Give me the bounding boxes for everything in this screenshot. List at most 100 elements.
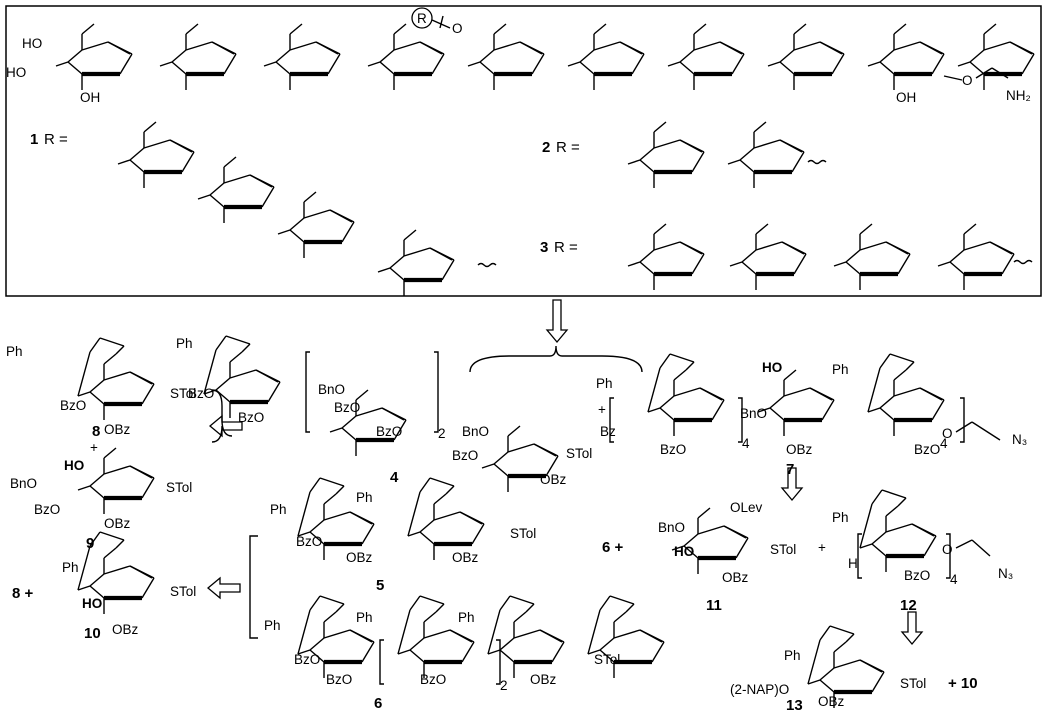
r-symbol: R <box>417 11 427 26</box>
compound-3-number: 3 <box>540 239 548 256</box>
compound-12: Ph H BzO O N₃ 4 12 <box>832 490 1013 614</box>
bzo-label: BzO <box>294 652 320 667</box>
obz-label: OBz <box>530 672 557 687</box>
ph-label: Ph <box>832 362 849 377</box>
ho-label: HO <box>64 458 84 473</box>
nh2-label: NH₂ <box>1006 88 1031 103</box>
n3-label: N₃ <box>1012 432 1027 447</box>
retro-arrow-12 <box>900 611 924 646</box>
compound-10-number: 10 <box>84 625 101 642</box>
anomeric-o-label: O <box>962 73 973 88</box>
compound-7: Ph Bz BzO BnO HO OBz Ph BzO O N₃ 4 4 7 <box>596 354 1027 478</box>
bz-label: Bz <box>600 424 616 439</box>
equation-plus-10: + 10 <box>948 675 978 692</box>
repeat-count: 4 <box>742 436 750 451</box>
plus-sign: + <box>598 402 606 417</box>
ph-label: Ph <box>356 490 373 505</box>
bzo-label: BzO <box>420 672 446 687</box>
oh-label: OH <box>80 90 100 105</box>
stol-label: STol <box>170 386 196 401</box>
stol-label: STol <box>166 480 192 495</box>
o-label: O <box>942 426 953 441</box>
ph-label: Ph <box>264 618 281 633</box>
compound-9-number: 9 <box>86 535 94 552</box>
equation-8-plus: 8 + <box>12 585 34 602</box>
r-definition-3: R = <box>554 239 578 256</box>
r3-substituent <box>628 224 1033 290</box>
retro-arrow-7 <box>780 467 804 502</box>
repeat-count: 4 <box>950 572 958 587</box>
obz-label: OBz <box>112 622 139 637</box>
nap-label: (2-NAP)O <box>730 682 789 697</box>
stol-label: STol <box>594 652 620 667</box>
ph-label: Ph <box>6 344 23 359</box>
repeat-count: 4 <box>940 436 948 451</box>
stol-label: STol <box>770 542 796 557</box>
ph-label: Ph <box>596 376 613 391</box>
repeat-count: 2 <box>500 678 508 693</box>
stol-label: STol <box>900 676 926 691</box>
ph-label: Ph <box>832 510 849 525</box>
bno-label: BnO <box>10 476 37 491</box>
compound-6: Ph Ph Ph BzO BzO BzO OBz STol 2 6 <box>264 596 664 711</box>
ph-label: Ph <box>356 610 373 625</box>
ph-label: Ph <box>270 502 287 517</box>
compound-11: BnO OLev HO STol OBz 11 <box>658 500 796 614</box>
bzo-label: BzO <box>660 442 686 457</box>
compound-11-number: 11 <box>706 597 722 614</box>
obz-label: OBz <box>786 442 813 457</box>
bzo-label: BzO <box>452 448 478 463</box>
compound-9: HO BnO BzO OBz STol 9 <box>10 448 192 552</box>
ph-label: Ph <box>176 336 193 351</box>
bno-label: BnO <box>658 520 685 535</box>
ho-label: HO <box>762 360 782 375</box>
top-oligosaccharide-chain <box>56 24 1034 90</box>
obz-label: OBz <box>540 472 567 487</box>
compound-5-number: 5 <box>376 577 384 594</box>
compound-8: Ph BzO OBz STol 8 <box>6 338 196 440</box>
bzo-label: BzO <box>326 672 352 687</box>
ho-label: HO <box>82 596 102 611</box>
o-label: O <box>942 542 953 557</box>
bzo-label: BzO <box>60 398 86 413</box>
stol-label: STol <box>170 584 196 599</box>
n3-label: N₃ <box>998 566 1013 581</box>
bzo-label: BzO <box>188 386 214 401</box>
bno-label: BnO <box>740 406 767 421</box>
repeat-count: 2 <box>438 426 446 441</box>
compound-4-number: 4 <box>390 469 399 486</box>
bzo-label: BzO <box>334 400 360 415</box>
retro-arrow-10 <box>206 576 241 600</box>
compound-5: Ph Ph BzO OBz OBz STol 5 <box>270 478 536 594</box>
obz-label: OBz <box>818 694 845 709</box>
compound-10: Ph HO OBz STol 10 <box>62 532 196 642</box>
oh-label: OH <box>896 90 916 105</box>
ph-label: Ph <box>458 610 475 625</box>
plus-sign: + <box>90 440 98 455</box>
obz-label: OBz <box>452 550 479 565</box>
retro-arrow-down-top <box>545 299 569 344</box>
compound-13: Ph (2-NAP)O OBz STol 13 <box>730 626 926 711</box>
r1-substituent <box>118 122 497 296</box>
bzo-label: BzO <box>904 568 930 583</box>
bno-label: BnO <box>318 382 345 397</box>
bno-label: BnO <box>462 424 489 439</box>
ho-label: HO <box>6 65 26 80</box>
olev-label: OLev <box>730 500 763 515</box>
r-definition-1: R = <box>44 131 68 148</box>
bzo-label: BzO <box>34 502 60 517</box>
bracket-5-6 <box>249 535 258 639</box>
o-label: O <box>452 21 463 36</box>
bzo-label: BzO <box>238 410 264 425</box>
equation-6-plus: 6 + <box>602 539 624 556</box>
stol-label: STol <box>510 526 536 541</box>
compound-1-number: 1 <box>30 131 38 148</box>
bzo-label: BzO <box>914 442 940 457</box>
compound-12-number: 12 <box>900 597 917 614</box>
disconnection-brace-top <box>469 345 643 373</box>
r-definition-2: R = <box>556 139 580 156</box>
stol-label: STol <box>566 446 592 461</box>
bzo-label: BzO <box>376 424 402 439</box>
obz-label: OBz <box>722 570 749 585</box>
